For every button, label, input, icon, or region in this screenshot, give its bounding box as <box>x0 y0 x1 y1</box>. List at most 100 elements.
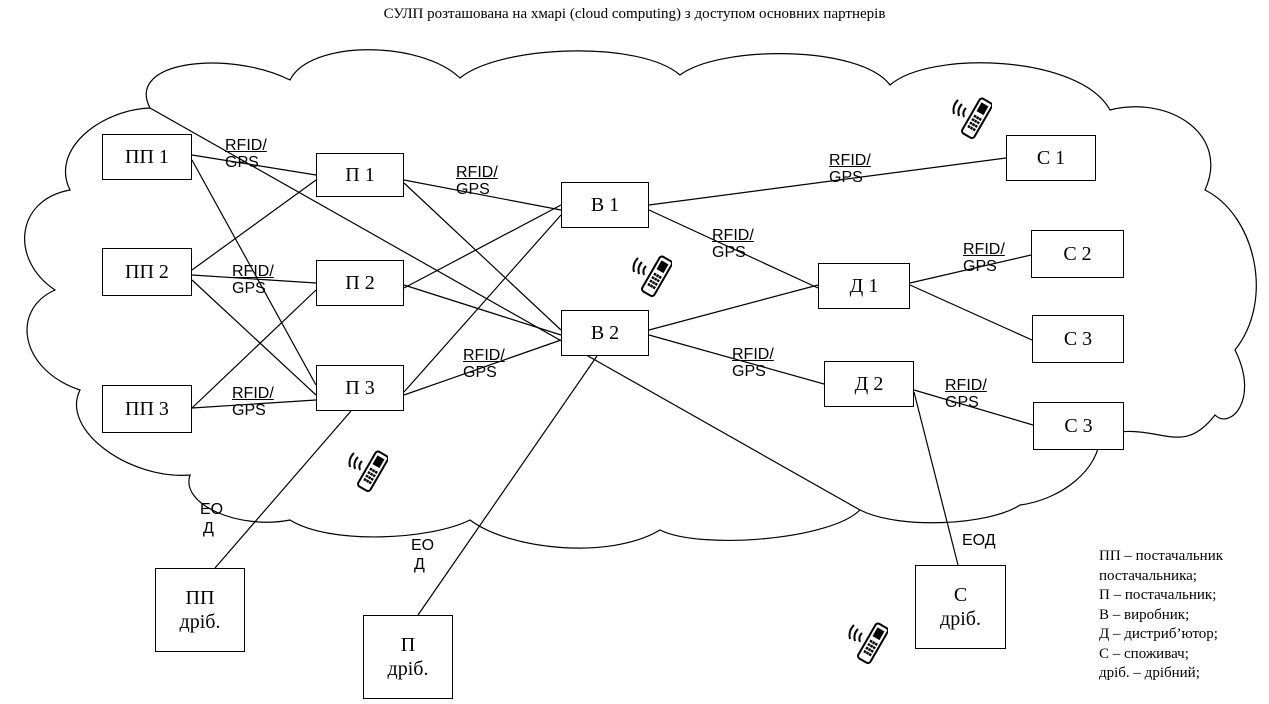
edge-label-rfid: RFID/ <box>829 152 871 169</box>
legend-line: П – постачальник; <box>1099 587 1217 603</box>
edge-label-rfid: RFID/ <box>463 347 505 364</box>
mobile-phone-signal-icon <box>348 450 388 492</box>
edge-label-gps: GPS <box>463 364 497 381</box>
node-p2: П 2 <box>316 260 404 306</box>
connector-v1-d1 <box>648 209 819 289</box>
edge-label-gps: GPS <box>963 258 997 275</box>
edge-label-d1-c2: RFID/ GPS <box>963 241 1005 275</box>
eod-label-pp-drib: ЕО Д <box>200 500 223 538</box>
edge-label-d2-c3b: RFID/ GPS <box>945 377 987 411</box>
connector-pp2-p2 <box>191 274 317 284</box>
connector-v2-d2 <box>648 334 825 385</box>
connector-pp1-p1 <box>191 154 317 176</box>
legend: ПП – постачальник постачальника; П – поста… <box>1099 547 1223 684</box>
edge-label-p1-v1: RFID/ GPS <box>456 164 498 198</box>
connector-p2-v2 <box>403 284 562 336</box>
node-pp-drib-line1: ПП <box>185 587 215 609</box>
node-v1: В 1 <box>561 182 649 228</box>
edge-label-rfid: RFID/ <box>456 164 498 181</box>
edge-label-gps: GPS <box>232 280 266 297</box>
connector-v2-d1 <box>648 284 819 331</box>
connector-v1-c1 <box>648 157 1007 206</box>
connector-p3-v2 <box>403 339 562 396</box>
connector-pp3-p2 <box>191 289 317 409</box>
edge-label-v1-c1: RFID/ GPS <box>829 152 871 186</box>
node-p3: П 3 <box>316 365 404 411</box>
node-p1: П 1 <box>316 153 404 197</box>
edge-label-gps: GPS <box>456 181 490 198</box>
connector-pp1-p3 <box>191 159 317 386</box>
edge-label-pp3-p3: RFID/ GPS <box>232 385 274 419</box>
edge-label-gps: GPS <box>225 154 259 171</box>
node-c-drib: С дріб. <box>915 565 1006 649</box>
node-d2: Д 2 <box>824 361 914 407</box>
edge-label-rfid: RFID/ <box>712 227 754 244</box>
edge-label-v2-d2: RFID/ GPS <box>732 346 774 380</box>
legend-line: С – споживач; <box>1099 645 1189 662</box>
edge-label-pp2-p2: RFID/ GPS <box>232 263 274 297</box>
eod-label-c-drib: ЕОД <box>962 531 996 550</box>
edge-label-gps: GPS <box>829 169 863 186</box>
connector-d1-c3a <box>909 284 1033 341</box>
edge-label-p3-v2: RFID/ GPS <box>463 347 505 381</box>
node-pp1: ПП 1 <box>102 134 192 180</box>
node-pp-drib: ПП дріб. <box>155 568 245 652</box>
node-c-drib-line2: дріб. <box>940 608 981 630</box>
mobile-phone-signal-icon <box>848 622 888 664</box>
node-p-drib: П дріб. <box>363 615 453 699</box>
node-pp3: ПП 3 <box>102 385 192 433</box>
eod-bottom: Д <box>414 556 425 573</box>
node-p-drib-line2: дріб. <box>387 658 429 680</box>
node-pp-drib-line2: дріб. <box>179 611 221 633</box>
node-c3b: С 3 <box>1033 402 1124 450</box>
node-p-drib-line1: П <box>400 634 416 656</box>
connector-v2-pdrib <box>417 355 598 616</box>
mobile-phone-signal-icon <box>952 97 992 139</box>
legend-line: В – виробник; <box>1099 606 1190 623</box>
edge-label-pp1-p1: RFID/ GPS <box>225 137 267 171</box>
connector-pp2-p1 <box>191 179 317 271</box>
connector-d1-c2 <box>909 254 1032 284</box>
edge-label-gps: GPS <box>232 402 266 419</box>
node-v2: В 2 <box>561 310 649 356</box>
connector-p1-v1 <box>403 179 562 211</box>
connector-pp3-p3 <box>191 399 317 409</box>
eod-top: ЕО <box>411 537 435 554</box>
edge-label-rfid: RFID/ <box>963 241 1005 258</box>
diagram-title: СУЛП розташована на хмарі (cloud computi… <box>383 6 886 22</box>
edge-label-gps: GPS <box>712 244 746 261</box>
node-d1: Д 1 <box>818 263 910 309</box>
edge-label-rfid: RFID/ <box>232 263 274 280</box>
eod-label: ЕОД <box>962 532 996 549</box>
node-c2: С 2 <box>1031 230 1124 278</box>
cloud-outline <box>24 49 1257 549</box>
node-pp2: ПП 2 <box>102 248 192 296</box>
node-c3a: С 3 <box>1032 315 1124 363</box>
node-c1: С 1 <box>1006 135 1096 181</box>
mobile-phone-signal-icon <box>632 255 672 297</box>
eod-bottom: Д <box>203 520 214 537</box>
edge-label-v1-d1: RFID/ GPS <box>712 227 754 261</box>
eod-top: ЕО <box>200 501 224 518</box>
legend-line: дріб. – дрібний; <box>1099 665 1200 681</box>
connector-d2-cdrib <box>913 391 959 566</box>
edge-label-gps: GPS <box>732 363 766 380</box>
connector-p2-v1 <box>403 204 562 289</box>
edge-label-rfid: RFID/ <box>232 385 274 402</box>
legend-line: постачальника; <box>1099 567 1197 584</box>
node-c-drib-line1: С <box>953 584 968 606</box>
connector-p3-v1 <box>403 214 562 393</box>
legend-line: ПП – постачальник <box>1099 548 1224 564</box>
edge-label-rfid: RFID/ <box>945 377 987 394</box>
connector-p1-v2 <box>403 182 562 331</box>
edge-label-rfid: RFID/ <box>732 346 774 363</box>
connector-d2-c3b <box>913 389 1034 426</box>
connector-pp2-p3 <box>191 279 317 396</box>
edge-label-rfid: RFID/ <box>225 137 267 154</box>
legend-line: Д – дистриб’ютор; <box>1099 626 1218 642</box>
eod-label-p-drib: ЕО Д <box>411 536 434 574</box>
connector-p3-ppdrib <box>214 410 352 569</box>
edge-label-gps: GPS <box>945 394 979 411</box>
